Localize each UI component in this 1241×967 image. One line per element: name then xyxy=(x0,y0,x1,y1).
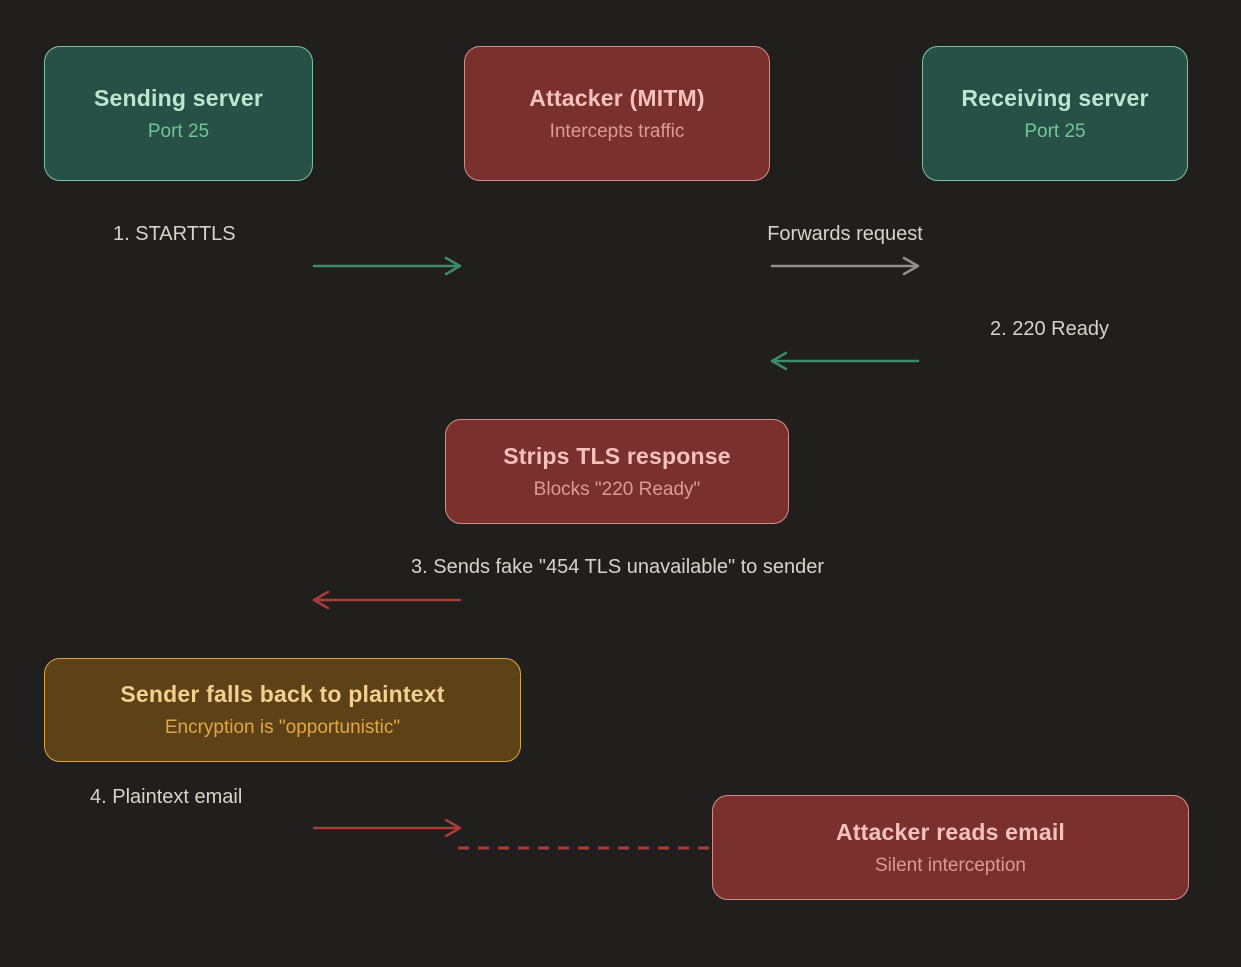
receiving-server-subtitle: Port 25 xyxy=(1024,120,1086,142)
sender-fallback-node: Sender falls back to plaintext Encryptio… xyxy=(44,658,521,762)
receiving-server-title: Receiving server xyxy=(961,84,1149,111)
fake454-left-arrow-icon xyxy=(310,588,462,612)
attacker-node: Attacker (MITM) Intercepts traffic xyxy=(464,46,770,181)
attacker-reads-email-node: Attacker reads email Silent interception xyxy=(712,795,1189,900)
step4-plaintext-label: 4. Plaintext email xyxy=(90,786,243,808)
strips-tls-subtitle: Blocks "220 Ready" xyxy=(533,478,701,500)
receiving-server-node: Receiving server Port 25 xyxy=(922,46,1188,181)
sending-server-title: Sending server xyxy=(94,84,263,111)
step3-fake454-label: 3. Sends fake "454 TLS unavailable" to s… xyxy=(411,556,824,578)
strips-tls-title: Strips TLS response xyxy=(503,442,731,469)
attacker-reads-email-title: Attacker reads email xyxy=(835,818,1065,845)
step1-starttls-label: 1. STARTTLS xyxy=(113,223,236,245)
sender-fallback-subtitle: Encryption is "opportunistic" xyxy=(164,717,401,738)
interception-dashed-line xyxy=(458,840,714,856)
sender-fallback-title: Sender falls back to plaintext xyxy=(120,681,445,707)
attacker-subtitle: Intercepts traffic xyxy=(549,120,685,142)
plaintext-right-arrow-icon xyxy=(312,816,464,840)
starttls-right-arrow-icon xyxy=(312,254,464,278)
sending-server-node: Sending server Port 25 xyxy=(44,46,313,181)
attacker-title: Attacker (MITM) xyxy=(529,84,705,111)
strips-tls-node: Strips TLS response Blocks "220 Ready" xyxy=(445,419,789,524)
forwards-request-label: Forwards request xyxy=(767,223,923,245)
step2-220ready-label: 2. 220 Ready xyxy=(990,318,1109,340)
forwards-right-arrow-icon xyxy=(770,254,922,278)
sending-server-subtitle: Port 25 xyxy=(147,120,210,142)
ready-left-arrow-icon xyxy=(768,349,920,373)
attacker-reads-email-subtitle: Silent interception xyxy=(874,854,1027,876)
